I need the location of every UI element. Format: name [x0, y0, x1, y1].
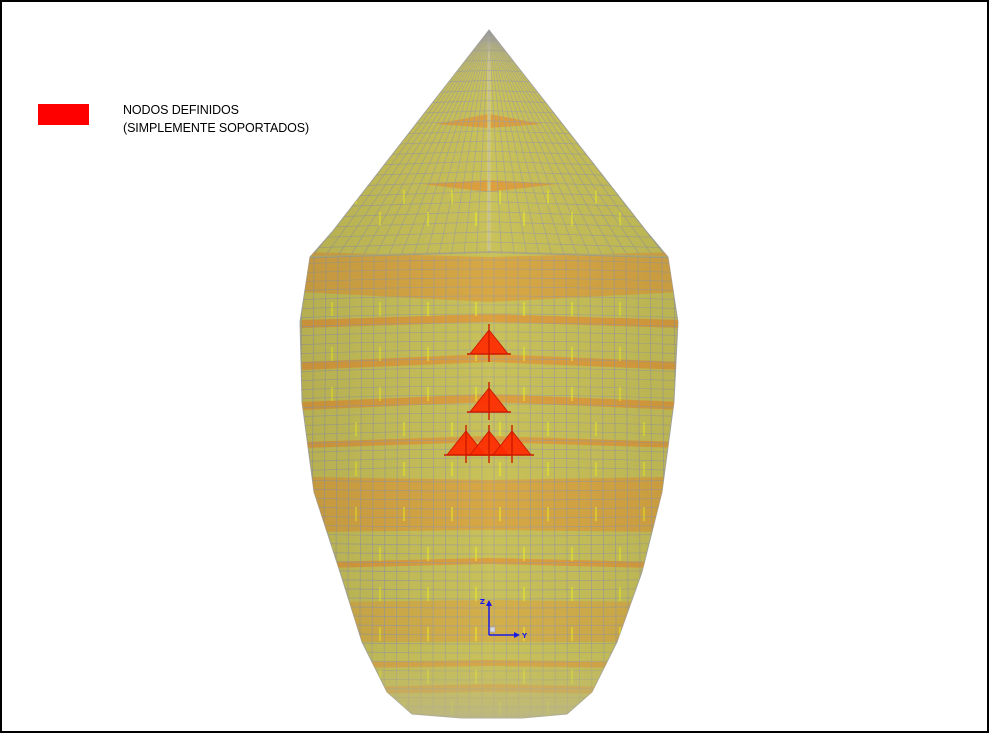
support-triangle-icon[interactable] [490, 425, 534, 463]
legend-label-line-2: (SIMPLEMENTE SOPORTADOS) [123, 121, 310, 135]
supports-group [444, 324, 534, 463]
support-triangle-icon[interactable] [467, 382, 511, 420]
legend-label-line-1: NODOS DEFINIDOS [123, 103, 239, 117]
legend-swatch [38, 104, 89, 125]
axis-z-label: Z [480, 598, 485, 606]
axis-y-label: Y [521, 632, 528, 640]
legend: NODOS DEFINIDOS (SIMPLEMENTE SOPORTADOS) [38, 102, 378, 150]
axes-indicator: Z Y [480, 598, 528, 640]
support-triangle-icon[interactable] [467, 324, 511, 362]
origin-square-icon [489, 626, 496, 633]
